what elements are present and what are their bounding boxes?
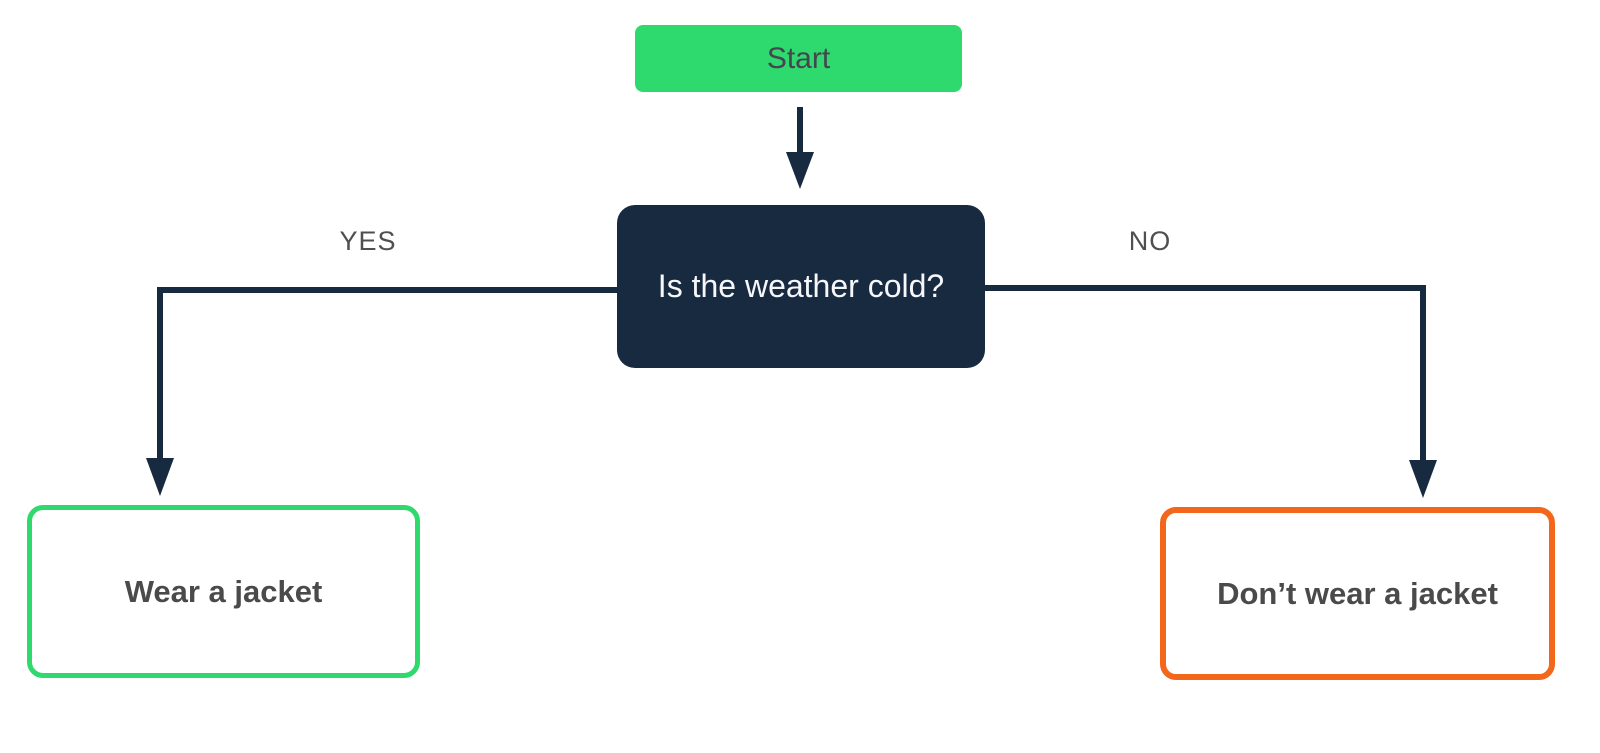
arrowhead-down-icon [1409, 460, 1437, 498]
start-node-label: Start [766, 41, 831, 75]
start-node: Start [635, 25, 962, 92]
arrowhead-down-icon [146, 458, 174, 496]
edge-label-no: NO [1128, 226, 1172, 256]
connector-decision-yes [157, 287, 617, 460]
arrowhead-down-icon [786, 152, 814, 189]
outcome-yes-node: Wear a jacket [27, 505, 420, 678]
outcome-yes-label: Wear a jacket [124, 573, 323, 609]
connector-decision-no [985, 285, 1426, 462]
decision-node: Is the weather cold? [617, 205, 985, 368]
outcome-no-node: Don’t wear a jacket [1160, 507, 1555, 680]
decision-node-label: Is the weather cold? [657, 268, 945, 304]
edge-label-yes: YES [339, 226, 397, 256]
outcome-no-label: Don’t wear a jacket [1217, 575, 1498, 611]
